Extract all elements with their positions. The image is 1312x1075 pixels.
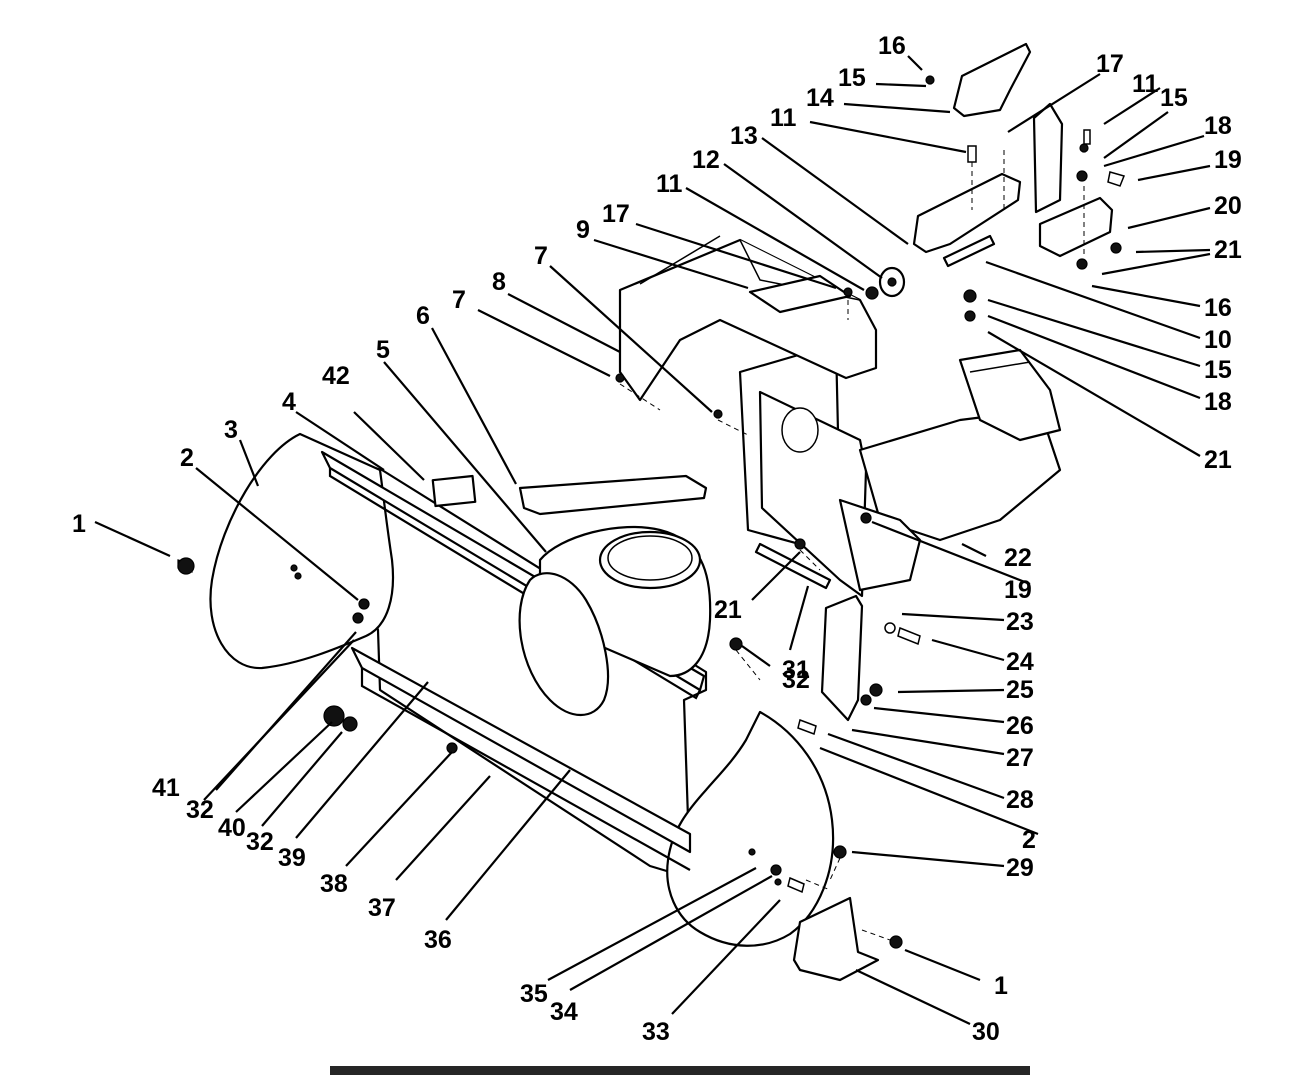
- callout-32: 32: [186, 796, 214, 824]
- callout-18: 18: [1204, 388, 1232, 416]
- callout-1: 1: [994, 972, 1008, 1000]
- callout-37: 37: [368, 894, 396, 922]
- callout-13: 13: [730, 122, 758, 150]
- callout-22: 22: [1004, 544, 1032, 572]
- callout-11: 11: [770, 104, 797, 132]
- callout-33: 33: [642, 1018, 670, 1046]
- callout-2: 2: [180, 444, 194, 472]
- callout-25: 25: [1006, 676, 1034, 704]
- callout-17: 17: [602, 200, 630, 228]
- callout-38: 38: [320, 870, 348, 898]
- callout-30: 30: [972, 1018, 1000, 1046]
- callout-14: 14: [806, 84, 834, 112]
- cropped-heading-fragment: [330, 1066, 1030, 1075]
- callout-6: 6: [416, 302, 430, 330]
- callout-26: 26: [1006, 712, 1034, 740]
- callout-24: 24: [1006, 648, 1034, 676]
- leader-lines: [94, 55, 1211, 1025]
- callout-10: 10: [1204, 326, 1232, 354]
- callout-7: 7: [452, 286, 466, 314]
- callout-labels: 1 1 2 2 3 4 5 6 7 7 8 9 10 11 11 11 12 1…: [72, 32, 1242, 1046]
- callout-39: 39: [278, 844, 306, 872]
- alignment-lines: [619, 150, 1085, 941]
- callout-18: 18: [1204, 112, 1232, 140]
- callout-15: 15: [838, 64, 866, 92]
- callout-41: 41: [152, 774, 180, 802]
- callout-17: 17: [1096, 50, 1124, 78]
- small-parts: [177, 287, 921, 982]
- callout-5: 5: [376, 336, 390, 364]
- callout-28: 28: [1006, 786, 1034, 814]
- callout-32: 32: [246, 828, 274, 856]
- callout-2: 2: [1022, 826, 1036, 854]
- callout-23: 23: [1006, 608, 1034, 636]
- callout-21: 21: [1214, 236, 1242, 264]
- callout-32: 32: [782, 666, 810, 694]
- callout-3: 3: [224, 416, 238, 444]
- callout-27: 27: [1006, 744, 1034, 772]
- callout-21: 21: [1204, 446, 1232, 474]
- callout-15: 15: [1204, 356, 1232, 384]
- callout-29: 29: [1006, 854, 1034, 882]
- callout-31: 31: [782, 656, 810, 684]
- callout-9: 9: [576, 216, 590, 244]
- callout-42: 42: [322, 362, 350, 390]
- callout-15: 15: [1160, 84, 1188, 112]
- callout-34: 34: [550, 998, 578, 1026]
- callout-16: 16: [878, 32, 906, 60]
- callout-11: 11: [1132, 70, 1159, 98]
- callout-7: 7: [534, 242, 548, 270]
- callout-4: 4: [282, 388, 296, 416]
- hitch-frame: [738, 342, 1062, 598]
- callout-8: 8: [492, 268, 506, 296]
- callout-19: 19: [1004, 576, 1032, 604]
- callout-20: 20: [1214, 192, 1242, 220]
- callout-11: 11: [656, 170, 683, 198]
- auger-housing: [209, 432, 835, 947]
- callout-36: 36: [424, 926, 452, 954]
- callout-1: 1: [72, 510, 86, 538]
- pulley-bracket-assembly: [865, 42, 1126, 322]
- callout-21: 21: [714, 596, 742, 624]
- callout-35: 35: [520, 980, 548, 1008]
- callout-12: 12: [692, 146, 720, 174]
- callout-19: 19: [1214, 146, 1242, 174]
- callout-40: 40: [218, 814, 246, 842]
- callout-16: 16: [1204, 294, 1232, 322]
